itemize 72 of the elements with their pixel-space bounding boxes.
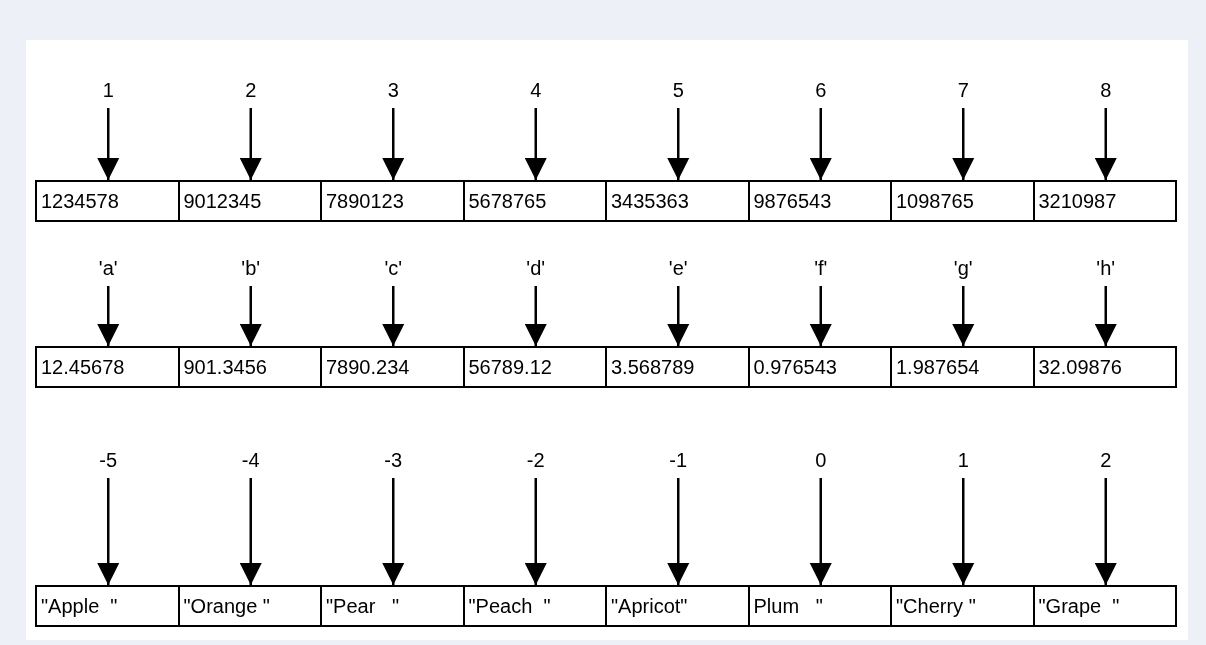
index-label: 8: [1075, 78, 1136, 102]
array-cell: 3435363: [605, 180, 750, 222]
array-cell: "Grape ": [1032, 585, 1177, 627]
array-cell: 3.568789: [605, 346, 750, 388]
array-cell: 901.3456: [177, 346, 322, 388]
arrow: [382, 286, 405, 346]
arrow: [809, 478, 832, 585]
index-label: 3: [363, 78, 424, 102]
index-label: -3: [363, 448, 424, 472]
array-cell: 7890123: [320, 180, 465, 222]
index-label: 'd': [505, 256, 566, 280]
arrow: [97, 286, 120, 346]
arrow: [667, 286, 690, 346]
array-cell: 1.987654: [890, 346, 1035, 388]
index-label: 'g': [933, 256, 994, 280]
array-cell: "Apple ": [35, 585, 180, 627]
index-label: 7: [933, 78, 994, 102]
array-cell: 12.45678: [35, 346, 180, 388]
arrow: [97, 108, 120, 180]
array-cell: 9012345: [177, 180, 322, 222]
index-label: 5: [648, 78, 709, 102]
arrow: [1094, 478, 1117, 585]
arrow: [809, 108, 832, 180]
array-cell: 7890.234: [320, 346, 465, 388]
arrow: [952, 108, 975, 180]
arrow: [239, 286, 262, 346]
index-label: 2: [220, 78, 281, 102]
arrow: [239, 108, 262, 180]
index-label: 'b': [220, 256, 281, 280]
index-label: 6: [790, 78, 851, 102]
arrow: [952, 478, 975, 585]
index-label: 'e': [648, 256, 709, 280]
array-cell: "Cherry ": [890, 585, 1035, 627]
arrow: [524, 478, 547, 585]
arrow: [952, 286, 975, 346]
arrow: [667, 478, 690, 585]
index-label: -5: [78, 448, 139, 472]
array-cell: "Pear ": [320, 585, 465, 627]
arrow: [1094, 108, 1117, 180]
index-label: 'a': [78, 256, 139, 280]
array-cell: 56789.12: [462, 346, 607, 388]
index-label: -4: [220, 448, 281, 472]
arrow: [809, 286, 832, 346]
index-label: 'c': [363, 256, 424, 280]
index-label: 1: [78, 78, 139, 102]
array-cell: 1098765: [890, 180, 1035, 222]
array-cell: "Apricot": [605, 585, 750, 627]
index-label: -2: [505, 448, 566, 472]
arrow: [667, 108, 690, 180]
array-cell: 0.976543: [747, 346, 892, 388]
arrow: [97, 478, 120, 585]
array-cell: 9876543: [747, 180, 892, 222]
array-cell: "Orange ": [177, 585, 322, 627]
index-label: -1: [648, 448, 709, 472]
array-cell: Plum ": [747, 585, 892, 627]
array-cell: 5678765: [462, 180, 607, 222]
arrow: [382, 478, 405, 585]
index-label: 0: [790, 448, 851, 472]
arrow: [382, 108, 405, 180]
arrow: [524, 108, 547, 180]
arrow: [1094, 286, 1117, 346]
arrow: [524, 286, 547, 346]
array-cell: 32.09876: [1032, 346, 1177, 388]
index-label: 1: [933, 448, 994, 472]
index-label: 'h': [1075, 256, 1136, 280]
array-cell: 3210987: [1032, 180, 1177, 222]
arrow: [239, 478, 262, 585]
index-label: 'f': [790, 256, 851, 280]
index-label: 2: [1075, 448, 1136, 472]
array-cell: "Peach ": [462, 585, 607, 627]
index-label: 4: [505, 78, 566, 102]
array-cell: 1234578: [35, 180, 180, 222]
